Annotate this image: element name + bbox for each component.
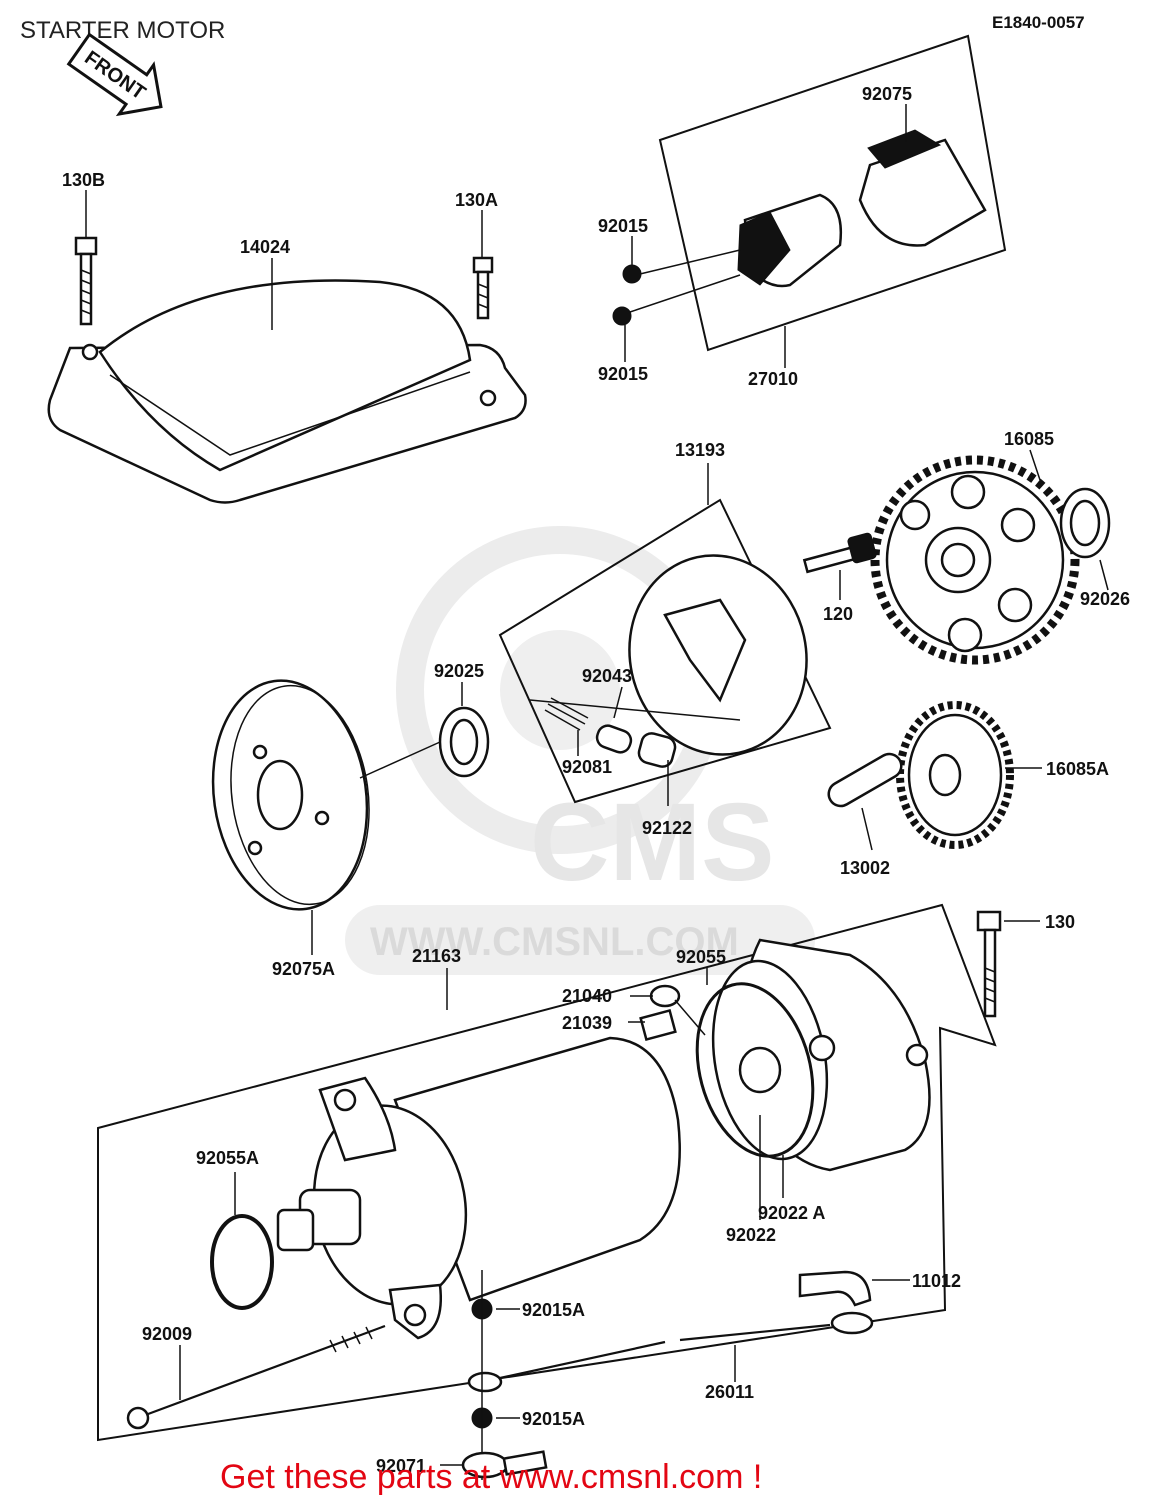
oring-92055 <box>695 982 815 1158</box>
disc-92075A <box>211 679 441 911</box>
cms-watermark: CMS WWW.CMSNL.COM <box>345 526 815 975</box>
washer-92025 <box>438 706 490 778</box>
watermark-site: WWW.CMSNL.COM <box>370 920 739 964</box>
lead-wire-26011 <box>467 1311 874 1393</box>
label-21040: 21040 <box>562 986 612 1006</box>
shaft-13002 <box>827 752 903 808</box>
label-92009: 92009 <box>142 1324 192 1344</box>
label-27010: 27010 <box>748 369 798 389</box>
label-11012: 11012 <box>912 1271 961 1291</box>
label-13002: 13002 <box>840 858 890 878</box>
label-92026: 92026 <box>1080 589 1130 609</box>
page-title: STARTER MOTOR <box>20 17 225 44</box>
label-92075: 92075 <box>862 84 912 104</box>
washer-92026 <box>1059 487 1111 559</box>
label-92022A: 92022 A <box>758 1203 825 1223</box>
bolt-130A <box>472 256 494 320</box>
label-92022: 92022 <box>726 1225 776 1245</box>
label-92075A: 92075A <box>272 959 335 979</box>
relay-box-27010 <box>612 34 1007 352</box>
gear-16085 <box>870 455 1080 665</box>
starter-motor-21163 <box>97 903 997 1442</box>
label-92015A-bottom: 92015A <box>522 1409 585 1429</box>
label-26011: 26011 <box>705 1382 754 1402</box>
label-14024: 14024 <box>240 237 290 257</box>
oring-92055A <box>210 1214 274 1310</box>
label-130B: 130B <box>62 170 105 190</box>
label-92015A-top: 92015A <box>522 1300 585 1320</box>
label-16085: 16085 <box>1004 429 1054 449</box>
label-92043: 92043 <box>582 666 632 686</box>
watermark-brand: CMS <box>530 781 774 904</box>
label-16085A: 16085A <box>1046 759 1109 779</box>
label-92015-top: 92015 <box>598 216 648 236</box>
part-labels: 130B 14024 130A 92075 92015 92015 27010 … <box>62 84 1130 1476</box>
boot-11012 <box>798 1270 872 1307</box>
terminal-92071 <box>461 1450 548 1479</box>
label-13193: 13193 <box>675 440 725 460</box>
label-21163: 21163 <box>412 946 461 966</box>
label-92025: 92025 <box>434 661 484 681</box>
label-92055A: 92055A <box>196 1148 259 1168</box>
label-92055: 92055 <box>676 947 726 967</box>
starter-clutch-13193 <box>498 498 832 804</box>
bolt-120 <box>802 532 877 574</box>
gear-16085A <box>896 701 1014 849</box>
cover-14024 <box>47 279 527 504</box>
label-92071: 92071 <box>376 1456 426 1476</box>
bolt-130 <box>976 910 1002 1018</box>
shop-link[interactable]: Get these parts at www.cmsnl.com ! <box>220 1458 762 1496</box>
label-130: 130 <box>1045 912 1075 932</box>
long-bolt-92009 <box>126 1324 386 1430</box>
label-21039: 21039 <box>562 1013 612 1033</box>
label-130A: 130A <box>455 190 498 210</box>
label-120: 120 <box>823 604 853 624</box>
label-92122: 92122 <box>642 818 692 838</box>
diagram-code: E1840-0057 <box>992 13 1085 32</box>
label-92015-bottom: 92015 <box>598 364 648 384</box>
label-92081: 92081 <box>562 757 612 777</box>
bolt-130B <box>74 236 98 326</box>
